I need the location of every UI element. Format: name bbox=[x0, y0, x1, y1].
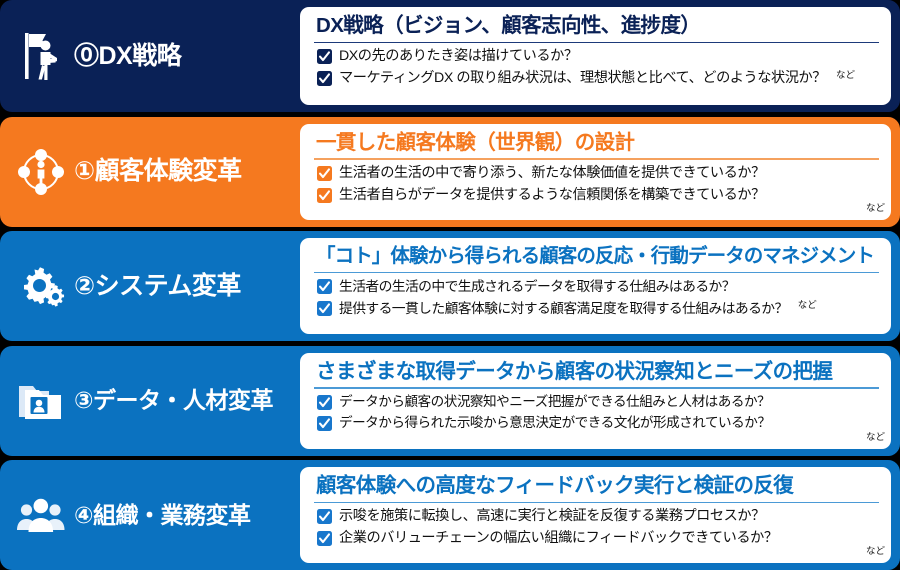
framework-row-customer-experience[interactable]: ①顧客体験変革 一貫した顧客体験（世界観）の設計 生活者の生活の中で寄り添う、新… bbox=[0, 116, 900, 227]
list-item-text: DXの先のありたき姿は描けているか？ bbox=[339, 48, 578, 65]
list-item[interactable]: 企業のバリューチェーンの幅広い組織にフィードバックできているか？ bbox=[317, 530, 879, 548]
heading-divider bbox=[314, 387, 879, 389]
list-item[interactable]: DXの先のありたき姿は描けているか？ bbox=[317, 48, 879, 66]
panel-heading: 顧客体験への高度なフィードバック実行と検証の反復 bbox=[316, 474, 794, 497]
row-detail-panel: DX戦略（ビジョン、顧客志向性、進捗度） DXの先のありたき姿は描けているか？ … bbox=[300, 7, 891, 105]
etc-marker: など bbox=[797, 299, 817, 311]
row-left-label-zone: ⓪DX戦略 bbox=[0, 0, 300, 112]
list-item[interactable]: 提供する一貫した顧客体験に対する顧客満足度を取得する仕組みはあるか？ など bbox=[317, 300, 879, 317]
list-item[interactable]: 生活者の生活の中で生成されるデータを取得する仕組みはあるか？ bbox=[317, 278, 879, 295]
row-detail-panel: 一貫した顧客体験（世界観）の設計 生活者の生活の中で寄り添う、新たな体験価値を提… bbox=[300, 123, 891, 220]
list-item-text: 生活者の生活の中で寄り添う、新たな体験価値を提供できているか？ bbox=[339, 164, 765, 181]
row-left-label-zone: ②システム変革 bbox=[0, 231, 300, 341]
panel-heading: 「コト」体験から得られる顧客の反応・行動データのマネジメント bbox=[316, 245, 875, 267]
row-category-label: ⓪DX戦略 bbox=[74, 41, 182, 70]
checklist: 示唆を施策に転換し、高速に実行と検証を反復する業務プロセスか？ 企業のバリューチ… bbox=[314, 508, 879, 548]
framework-row-data-talent[interactable]: ③データ・人材変革 さまざまな取得データから顧客の状況察知とニーズの把握 データ… bbox=[0, 345, 900, 456]
row-left-label-zone: ④組織・業務変革 bbox=[0, 460, 300, 570]
etc-marker: など bbox=[835, 70, 855, 82]
check-icon bbox=[317, 279, 332, 295]
etc-marker: など bbox=[865, 202, 885, 214]
list-item-text: 生活者自らがデータを提供するような信頼関係を構築できているか？ bbox=[339, 186, 765, 203]
heading-divider bbox=[314, 501, 879, 504]
framework-row-system-reform[interactable]: ②システム変革 「コト」体験から得られる顧客の反応・行動データのマネジメント 生… bbox=[0, 231, 900, 341]
people-group-icon bbox=[14, 483, 68, 547]
row-category-label: ③データ・人材変革 bbox=[74, 387, 273, 413]
row-detail-panel: 「コト」体験から得られる顧客の反応・行動データのマネジメント 生活者の生活の中で… bbox=[300, 238, 891, 334]
row-detail-panel: 顧客体験への高度なフィードバック実行と検証の反復 示唆を施策に転換し、高速に実行… bbox=[300, 467, 891, 563]
person-with-flag-icon bbox=[14, 24, 68, 88]
check-icon bbox=[317, 394, 332, 410]
gears-icon bbox=[14, 254, 68, 318]
checklist: 生活者の生活の中で寄り添う、新たな体験価値を提供できているか？ 生活者自らがデー… bbox=[314, 165, 879, 205]
folder-person-icon bbox=[14, 369, 68, 433]
checklist: 生活者の生活の中で生成されるデータを取得する仕組みはあるか？ 提供する一貫した顧… bbox=[314, 278, 879, 316]
row-left-label-zone: ③データ・人材変革 bbox=[0, 346, 300, 456]
list-item-text: 企業のバリューチェーンの幅広い組織にフィードバックできているか？ bbox=[339, 530, 778, 547]
list-item[interactable]: データから顧客の状況察知やニーズ把握ができる仕組みと人材はあるか？ bbox=[317, 394, 879, 411]
list-item[interactable]: 生活者自らがデータを提供するような信頼関係を構築できているか？ bbox=[317, 187, 879, 205]
row-left-label-zone: ①顧客体験変革 bbox=[0, 117, 300, 227]
panel-heading: DX戦略（ビジョン、顧客志向性、進捗度） bbox=[316, 14, 701, 37]
check-icon bbox=[317, 165, 332, 181]
check-icon bbox=[317, 509, 332, 525]
heading-divider bbox=[314, 41, 879, 44]
list-item-text: マーケティングDX の取り組み状況は、理想状態と比べて、どのような状況か？ bbox=[339, 70, 826, 87]
list-item[interactable]: 示唆を施策に転換し、高速に実行と検証を反復する業務プロセスか？ bbox=[317, 508, 879, 526]
row-category-label: ②システム変革 bbox=[74, 271, 241, 300]
row-detail-panel: さまざまな取得データから顧客の状況察知とニーズの把握 データから顧客の状況察知や… bbox=[300, 352, 891, 449]
heading-divider bbox=[314, 271, 879, 274]
checklist: データから顧客の状況察知やニーズ把握ができる仕組みと人材はあるか？ データから得… bbox=[314, 394, 879, 432]
list-item[interactable]: マーケティングDX の取り組み状況は、理想状態と比べて、どのような状況か？ など bbox=[317, 70, 879, 88]
list-item-text: 示唆を施策に転換し、高速に実行と検証を反復する業務プロセスか？ bbox=[339, 508, 765, 525]
person-network-diamond-icon bbox=[14, 140, 68, 204]
checklist: DXの先のありたき姿は描けているか？ マーケティングDX の取り組み状況は、理想… bbox=[314, 48, 879, 88]
check-icon bbox=[317, 71, 332, 87]
etc-marker: など bbox=[865, 546, 885, 557]
check-icon bbox=[317, 300, 332, 316]
framework-row-organization-operations[interactable]: ④組織・業務変革 顧客体験への高度なフィードバック実行と検証の反復 示唆を施策に… bbox=[0, 460, 900, 570]
panel-heading: 一貫した顧客体験（世界観）の設計 bbox=[316, 130, 635, 154]
list-item[interactable]: 生活者の生活の中で寄り添う、新たな体験価値を提供できているか？ bbox=[317, 165, 879, 183]
list-item[interactable]: データから得られた示唆から意思決定ができる文化が形成されているか？ bbox=[317, 415, 879, 432]
framework-row-dx-strategy[interactable]: ⓪DX戦略 DX戦略（ビジョン、顧客志向性、進捗度） DXの先のありたき姿は描け… bbox=[0, 0, 900, 112]
check-icon bbox=[317, 49, 332, 65]
panel-heading: さまざまな取得データから顧客の状況察知とニーズの把握 bbox=[316, 359, 833, 383]
row-category-label: ④組織・業務変革 bbox=[74, 501, 251, 528]
check-icon bbox=[317, 531, 332, 547]
etc-marker: など bbox=[865, 431, 885, 443]
row-category-label: ①顧客体験変革 bbox=[74, 157, 242, 185]
list-item-text: 生活者の生活の中で生成されるデータを取得する仕組みはあるか？ bbox=[339, 279, 736, 295]
list-item-text: 提供する一貫した顧客体験に対する顧客満足度を取得する仕組みはあるか？ bbox=[339, 300, 788, 316]
check-icon bbox=[317, 415, 332, 431]
heading-divider bbox=[314, 158, 879, 160]
list-item-text: データから得られた示唆から意思決定ができる文化が形成されているか？ bbox=[339, 414, 771, 430]
list-item-text: データから顧客の状況察知やニーズ把握ができる仕組みと人材はあるか？ bbox=[339, 393, 771, 409]
check-icon bbox=[317, 187, 332, 203]
